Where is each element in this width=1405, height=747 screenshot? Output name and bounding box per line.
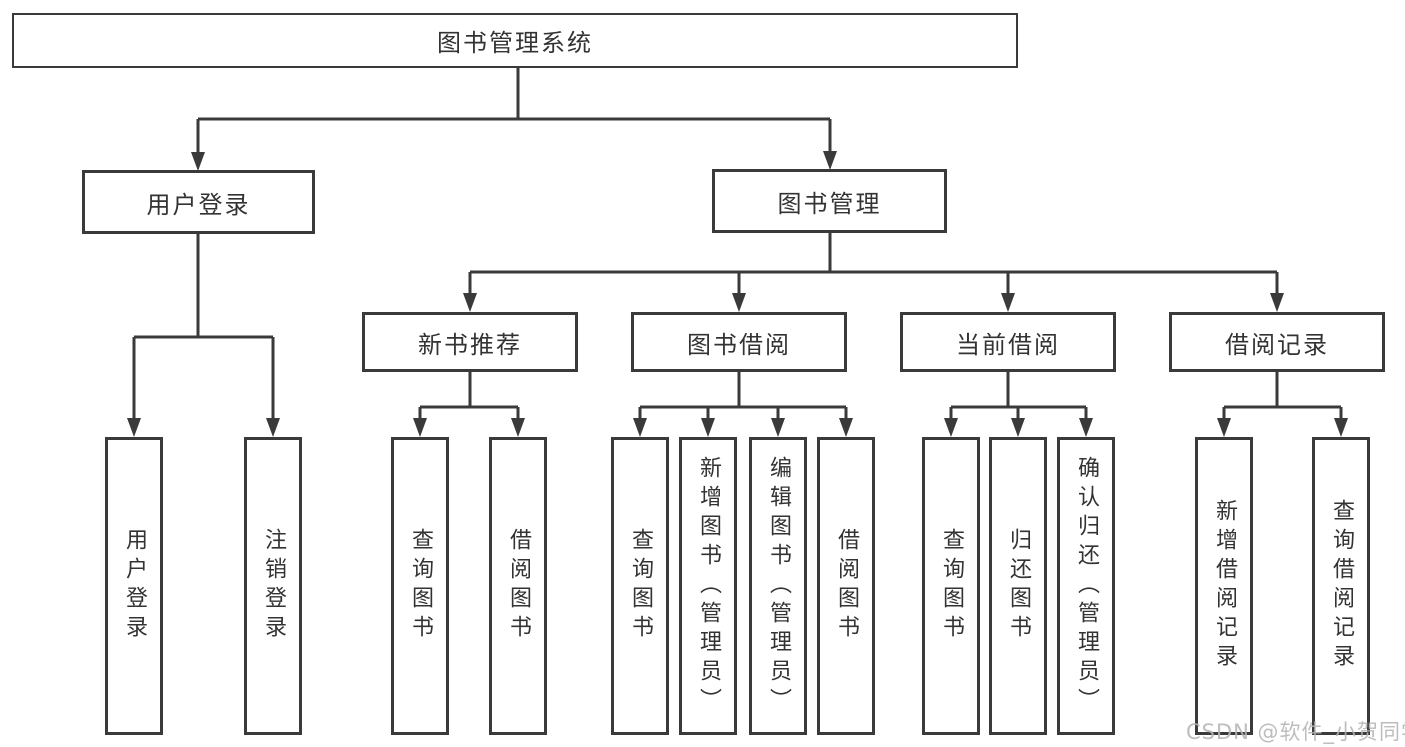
leaf-logout: 注销登录 (244, 437, 302, 735)
node-new-book-recommend: 新书推荐 (362, 312, 578, 372)
leaf-borrowing-borrow-books: 借阅图书 (817, 437, 875, 735)
node-new-book-recommend-label: 新书推荐 (418, 330, 522, 359)
leaf-add-borrow-record: 新增借阅记录 (1195, 437, 1253, 735)
leaf-return-books: 归还图书 (989, 437, 1047, 735)
node-root: 图书管理系统 (12, 13, 1018, 68)
leaf-edit-books-admin: 编辑图书（管理员） (749, 437, 807, 735)
leaf-return-books-label: 归还图书 (1006, 528, 1031, 644)
leaf-query-borrow-record-label: 查询借阅记录 (1329, 499, 1354, 673)
leaf-edit-books-admin-label: 编辑图书（管理员） (766, 455, 791, 717)
leaf-borrowing-query-books-label: 查询图书 (628, 528, 653, 644)
leaf-add-books-admin-label: 新增图书（管理员） (696, 455, 721, 717)
leaf-recommend-borrow-books-label: 借阅图书 (506, 528, 531, 644)
leaf-user-login: 用户登录 (105, 437, 163, 735)
node-borrowing-records: 借阅记录 (1169, 312, 1385, 372)
leaf-confirm-return-admin: 确认归还（管理员） (1057, 437, 1115, 735)
leaf-borrowing-borrow-books-label: 借阅图书 (834, 528, 859, 644)
leaf-query-borrow-record: 查询借阅记录 (1312, 437, 1370, 735)
leaf-add-borrow-record-label: 新增借阅记录 (1212, 499, 1237, 673)
leaf-add-books-admin: 新增图书（管理员） (679, 437, 737, 735)
arrowheads (127, 151, 1348, 437)
node-user-login-label: 用户登录 (146, 190, 251, 219)
leaf-recommend-borrow-books: 借阅图书 (489, 437, 547, 735)
leaf-logout-label: 注销登录 (261, 528, 286, 644)
node-book-borrowing: 图书借阅 (631, 312, 847, 372)
node-current-borrowing: 当前借阅 (900, 312, 1116, 372)
leaf-recommend-query-books-label: 查询图书 (408, 528, 433, 644)
node-user-login: 用户登录 (82, 170, 315, 234)
leaf-user-login-label: 用户登录 (122, 528, 147, 644)
node-book-management-label: 图书管理 (777, 189, 882, 218)
node-book-management: 图书管理 (712, 169, 947, 233)
node-current-borrowing-label: 当前借阅 (956, 330, 1060, 359)
node-root-label: 图书管理系统 (437, 29, 593, 57)
node-book-borrowing-label: 图书借阅 (687, 330, 791, 359)
watermark-text: CSDN @软件_小贺同学 (1186, 720, 1405, 744)
leaf-current-query-books-label: 查询图书 (939, 528, 964, 644)
leaf-current-query-books: 查询图书 (922, 437, 980, 735)
leaf-confirm-return-admin-label: 确认归还（管理员） (1074, 455, 1099, 717)
leaf-borrowing-query-books: 查询图书 (611, 437, 669, 735)
leaf-recommend-query-books: 查询图书 (391, 437, 449, 735)
node-borrowing-records-label: 借阅记录 (1225, 330, 1329, 359)
